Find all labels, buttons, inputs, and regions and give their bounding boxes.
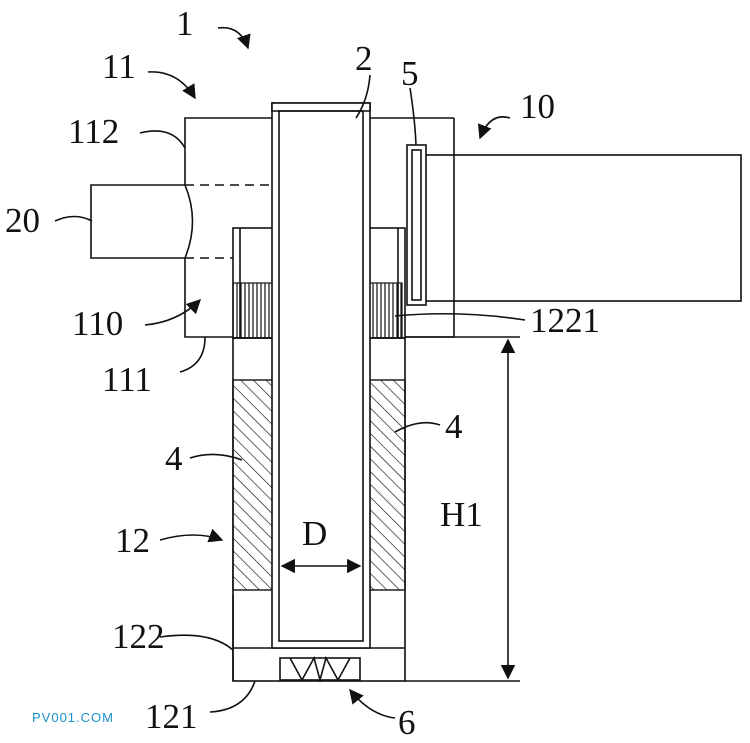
watermark-text: PV001.COM [32,710,114,725]
upper-body-shape [184,117,279,185]
label-upper-body: 11 [102,47,136,86]
label-pipe: 2 [355,39,373,78]
label-height: H1 [440,495,483,534]
label-host: 10 [520,87,555,126]
leader-1 [217,26,251,50]
sensor-inner [411,149,422,301]
label-lower-body: 12 [115,521,150,560]
leader-111 [179,336,206,373]
leader-110 [144,298,202,326]
label-diameter: D [302,514,327,553]
label-upper-bottom: 111 [102,360,152,399]
host-unit-shape [424,154,742,302]
label-sensor: 5 [401,54,419,93]
fan-blades [289,655,351,684]
central-pipe-bore [278,110,364,642]
label-chamber: 110 [72,304,123,343]
leader-121 [209,680,256,713]
left-filter-ring [232,282,274,339]
leader-112 [139,130,186,149]
leader-122 [159,634,234,651]
label-filter-edge: 1221 [530,301,600,340]
label-device: 1 [176,4,194,43]
leader-5 [409,87,417,146]
label-fan: 6 [398,703,416,742]
leader-1221 [394,312,526,321]
label-lower-bottom: 121 [145,697,198,736]
leader-20 [54,215,93,222]
inlet-pipe-shape [90,184,185,259]
label-inlet: 20 [5,201,40,240]
leader-10 [477,116,511,140]
leader-4-left [189,453,243,461]
label-lower-wall: 122 [112,617,165,656]
inlet-pipe-end-arc [184,184,194,259]
label-filter-left: 4 [165,439,183,478]
leader-6 [349,688,396,719]
upper-body-left-lower [184,258,233,338]
label-filter-right: 4 [445,407,463,446]
leader-11 [147,71,196,100]
right-filter-ring [365,282,403,339]
leader-4-right [394,421,441,433]
label-upper-top: 112 [68,112,119,151]
sensor-outer [406,144,427,306]
leader-12 [159,528,224,543]
leader-2 [355,74,371,119]
